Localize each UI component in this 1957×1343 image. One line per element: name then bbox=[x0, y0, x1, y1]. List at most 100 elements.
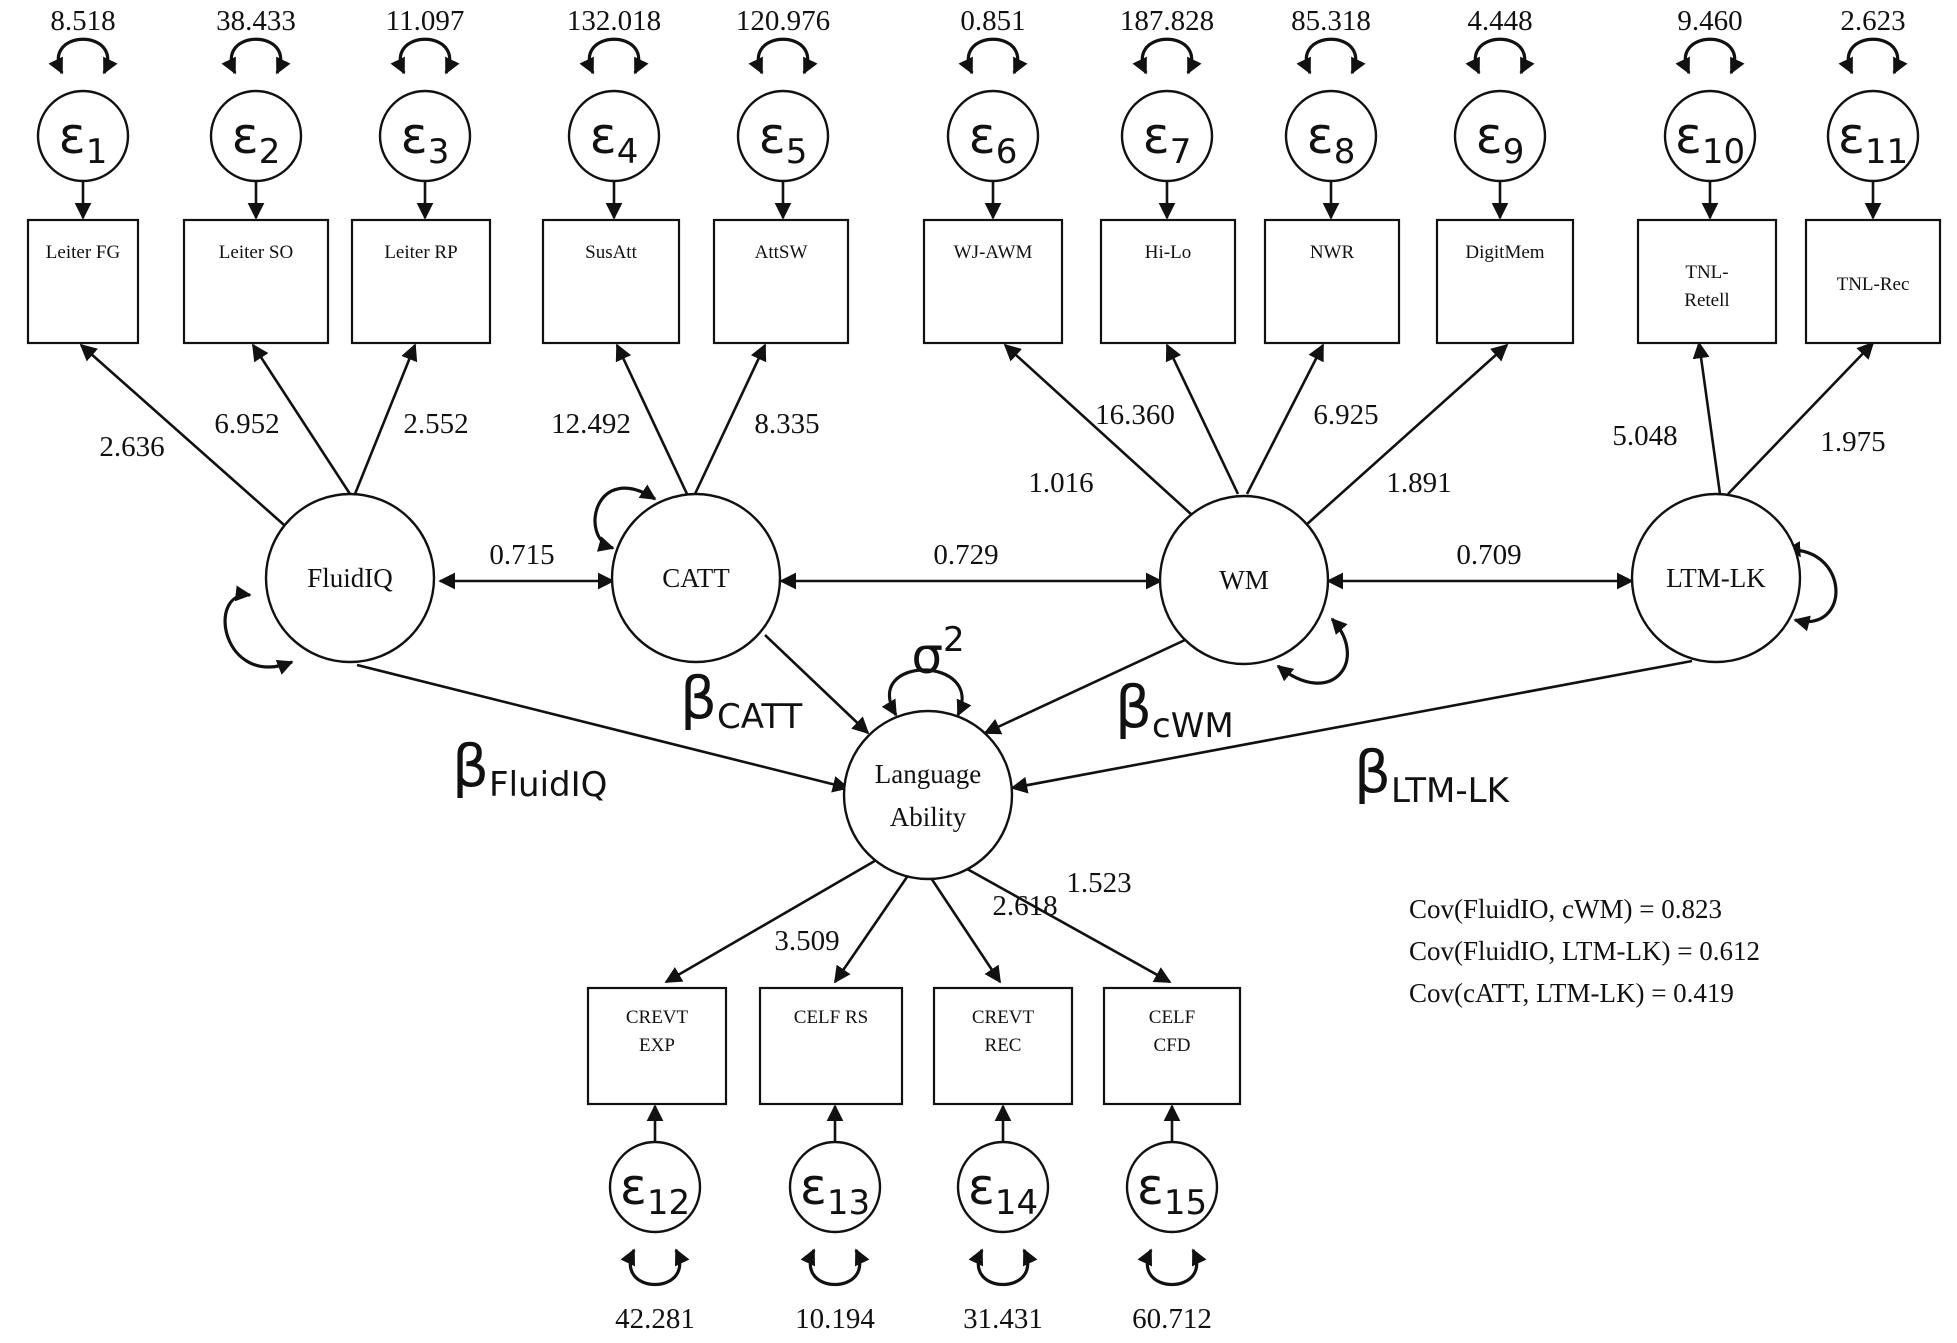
sigma-squared-label: σ2 bbox=[911, 620, 964, 685]
variance-value-e1: 8.518 bbox=[50, 5, 115, 37]
top-error-variance-loops bbox=[48, 37, 1908, 75]
variance-loop-language bbox=[881, 668, 972, 717]
loading-arrow-tnl-retell bbox=[1692, 341, 1722, 495]
loading-value-tnl-retell: 5.048 bbox=[1612, 420, 1677, 452]
loading-value-susatt: 12.492 bbox=[551, 408, 631, 440]
loading-value-crevt-rec: 2.618 bbox=[992, 890, 1057, 922]
indicator-label-tnl-retell-line1: TNL- bbox=[1685, 262, 1728, 283]
variance-value-e6: 0.851 bbox=[960, 5, 1025, 37]
indicator-box-susatt bbox=[541, 218, 681, 345]
cov-note-fluidiq-ltm: Cov(FluidIO, LTM-LK) = 0.612 bbox=[1409, 936, 1760, 966]
latent-label-wm: WM bbox=[1219, 565, 1269, 595]
cov-value-wm-ltm: 0.709 bbox=[1456, 539, 1521, 571]
bottom-indicators bbox=[586, 986, 1242, 1106]
epsilon-label-e11: ε11 bbox=[1838, 107, 1908, 172]
latent-label-catt: CATT bbox=[662, 563, 730, 593]
variance-loop-e15 bbox=[1137, 1248, 1207, 1287]
epsilon-label-e8: ε8 bbox=[1307, 107, 1356, 172]
loading-arrow-attsw bbox=[693, 343, 767, 495]
epsilon-label-e2: ε2 bbox=[232, 107, 281, 172]
indicator-label-crevt-exp-line1: CREVT bbox=[626, 1007, 689, 1028]
loading-value-celf-cfd: 1.523 bbox=[1066, 867, 1131, 899]
error-circle-e14 bbox=[956, 1140, 1050, 1234]
variance-loop-e9 bbox=[1465, 37, 1535, 75]
indicator-box-leiter-rp bbox=[350, 218, 492, 345]
epsilon-label-e3: ε3 bbox=[401, 107, 450, 172]
loading-value-leiter-so: 6.952 bbox=[214, 408, 279, 440]
indicator-label-celf-cfd-line2: CFD bbox=[1154, 1035, 1191, 1056]
latent-circle-language-ability bbox=[842, 709, 1014, 881]
epsilon-label-e12: ε12 bbox=[620, 1158, 690, 1223]
variance-loop-e14 bbox=[968, 1248, 1038, 1287]
loading-value-hi-lo: 16.360 bbox=[1095, 399, 1175, 431]
variance-loop-wm bbox=[1276, 617, 1349, 685]
loading-arrow-tnl-rec bbox=[1727, 341, 1875, 495]
variance-loop-e6 bbox=[958, 37, 1028, 75]
indicator-box-celf-cfd bbox=[1102, 986, 1242, 1106]
structural-paths bbox=[356, 634, 1693, 794]
error-circle-e8 bbox=[1284, 89, 1378, 183]
indicator-box-nwr bbox=[1263, 218, 1401, 345]
loading-value-crevt-exp: 3.509 bbox=[774, 925, 839, 957]
latent-circle-catt bbox=[610, 492, 782, 664]
covariance-notes: Cov(FluidIO, cWM) = 0.823 Cov(FluidIO, L… bbox=[1409, 894, 1760, 1008]
loading-arrow-wj-awm bbox=[1003, 343, 1193, 516]
beta-arrow-catt bbox=[764, 634, 870, 735]
bottom-error-variance-loops bbox=[620, 1248, 1207, 1287]
bottom-error-terms bbox=[608, 1140, 1219, 1234]
covariance-values: 0.715 0.729 0.709 bbox=[489, 539, 1521, 571]
beta-arrow-fluidiq bbox=[356, 663, 850, 793]
indicator-box-leiter-so bbox=[182, 218, 330, 345]
loading-value-digitmem: 1.891 bbox=[1386, 467, 1451, 499]
epsilon-label-e14: ε14 bbox=[968, 1158, 1038, 1223]
variance-loop-ltm bbox=[1784, 541, 1838, 632]
cov-note-catt-ltm: Cov(cATT, LTM-LK) = 0.419 bbox=[1409, 978, 1734, 1008]
variance-loop-e11 bbox=[1838, 37, 1908, 75]
beta-label-fluidiq: βFluidIQ bbox=[452, 732, 607, 805]
epsilon-label-e4: ε4 bbox=[590, 107, 639, 172]
indicator-label-tnl-retell-line2: Retell bbox=[1684, 290, 1729, 311]
cov-value-catt-wm: 0.729 bbox=[933, 539, 998, 571]
loading-value-leiter-rp: 2.552 bbox=[403, 408, 468, 440]
indicator-label-crevt-exp-line2: EXP bbox=[639, 1035, 675, 1056]
error-circle-e9 bbox=[1453, 89, 1547, 183]
error-circle-e5 bbox=[736, 89, 830, 183]
indicator-box-hi-lo bbox=[1099, 218, 1237, 345]
latent-factors bbox=[264, 492, 1802, 881]
cov-note-fluidiq-cwm: Cov(FluidIO, cWM) = 0.823 bbox=[1409, 894, 1722, 924]
top-error-arrows bbox=[74, 181, 1882, 220]
variance-loop-e2 bbox=[221, 37, 291, 75]
variance-loop-e1 bbox=[48, 37, 118, 75]
indicator-label-wj-awm: WJ-AWM bbox=[954, 242, 1033, 263]
beta-label-cwm: βcWM bbox=[1115, 673, 1234, 746]
variance-value-e5: 120.976 bbox=[736, 5, 830, 37]
indicator-box-crevt-rec bbox=[932, 986, 1074, 1106]
variance-loop-e7 bbox=[1132, 37, 1202, 75]
indicator-box-leiter-fg bbox=[26, 218, 140, 345]
indicator-label-digitmem: DigitMem bbox=[1465, 242, 1544, 263]
variance-loop-e8 bbox=[1296, 37, 1366, 75]
loading-arrow-digitmem bbox=[1305, 343, 1509, 526]
variance-loop-e3 bbox=[390, 37, 460, 75]
top-indicators bbox=[26, 218, 1942, 345]
variance-value-e8: 85.318 bbox=[1291, 5, 1371, 37]
indicator-label-leiter-fg: Leiter FG bbox=[46, 242, 121, 263]
epsilon-label-e15: ε15 bbox=[1137, 1158, 1207, 1223]
latent-label-language-line2: Ability bbox=[890, 802, 967, 832]
indicator-label-crevt-rec-line2: REC bbox=[985, 1035, 1022, 1056]
indicator-box-tnl-rec bbox=[1804, 218, 1942, 345]
epsilon-label-e6: ε6 bbox=[969, 107, 1018, 172]
epsilon-label-e1: ε1 bbox=[59, 107, 108, 172]
indicator-box-attsw bbox=[712, 218, 850, 345]
loading-value-leiter-fg: 2.636 bbox=[99, 431, 164, 463]
variance-value-e4: 132.018 bbox=[567, 5, 661, 37]
indicator-label-leiter-so: Leiter SO bbox=[219, 242, 293, 263]
error-circle-e6 bbox=[946, 89, 1040, 183]
variance-loop-e4 bbox=[579, 37, 649, 75]
error-circle-e2 bbox=[209, 89, 303, 183]
epsilon-label-e10: ε10 bbox=[1675, 107, 1745, 172]
epsilon-label-e5: ε5 bbox=[759, 107, 808, 172]
epsilon-label-e7: ε7 bbox=[1143, 107, 1192, 172]
latent-circle-wm bbox=[1158, 494, 1330, 666]
cov-value-fluidiq-catt: 0.715 bbox=[489, 539, 554, 571]
